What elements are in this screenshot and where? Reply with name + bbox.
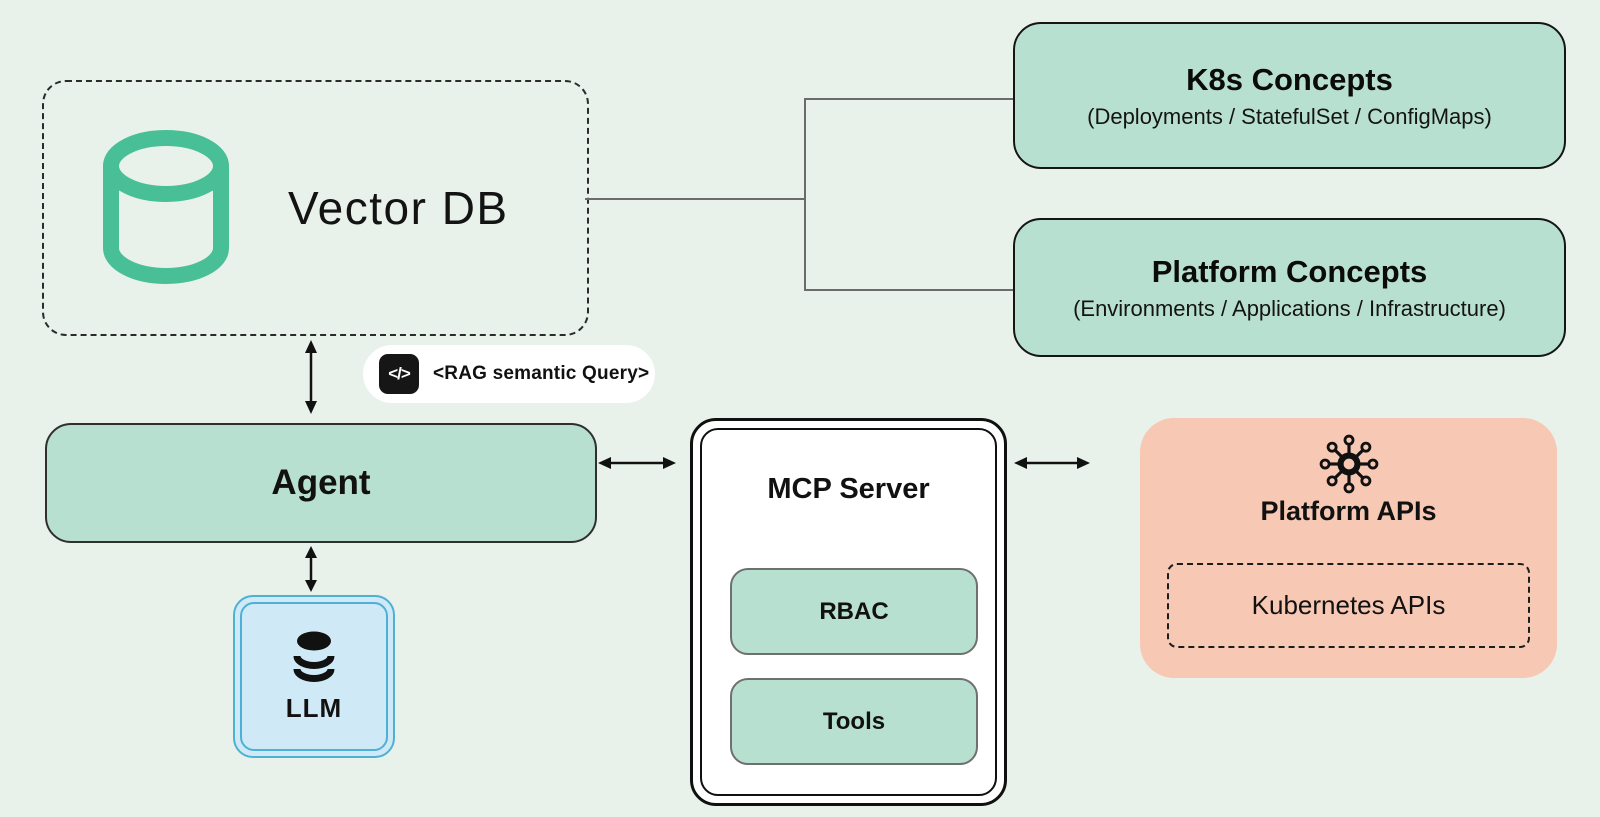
mcp-server-inner-frame (700, 428, 997, 796)
k8s-concepts-node: K8s Concepts (Deployments / StatefulSet … (1013, 22, 1566, 169)
rbac-node: RBAC (730, 568, 978, 655)
arrow-agent-llm (300, 546, 322, 592)
platform-apis-title: Platform APIs (1260, 496, 1437, 526)
k8s-concepts-subtitle: (Deployments / StatefulSet / ConfigMaps) (1087, 103, 1492, 129)
llm-node: LLM (233, 595, 395, 758)
arrow-vectordb-agent (300, 340, 322, 414)
database-stack-icon (293, 631, 335, 682)
rag-query-pill: </> <RAG semantic Query> (363, 345, 655, 403)
rag-query-label: <RAG semantic Query> (433, 363, 650, 384)
hub-spoke-icon (1319, 434, 1379, 494)
connector-to-platform-concepts (806, 289, 1013, 291)
code-icon: </> (379, 354, 419, 394)
k8s-concepts-title: K8s Concepts (1186, 61, 1393, 97)
llm-inner-frame: LLM (240, 602, 388, 751)
platform-concepts-subtitle: (Environments / Applications / Infrastru… (1073, 295, 1506, 321)
platform-concepts-node: Platform Concepts (Environments / Applic… (1013, 218, 1566, 357)
connector-vectordb-branch (585, 198, 805, 200)
agent-label: Agent (271, 463, 371, 502)
platform-concepts-title: Platform Concepts (1151, 253, 1428, 289)
tools-node: Tools (730, 678, 978, 765)
arrow-mcp-platform-apis (1014, 452, 1090, 474)
database-cylinder-icon (103, 130, 229, 284)
platform-apis-node: Platform APIs Kubernetes APIs (1140, 418, 1557, 678)
mcp-server-node: MCP Server RBAC Tools (690, 418, 1007, 806)
agent-node: Agent (45, 423, 597, 543)
mcp-server-title: MCP Server (767, 473, 930, 505)
arrow-agent-mcp (598, 452, 676, 474)
connector-branch-vertical (804, 98, 806, 291)
kubernetes-apis-node: Kubernetes APIs (1167, 563, 1530, 648)
connector-to-k8s-concepts (806, 98, 1013, 100)
vector-db-node: Vector DB (42, 80, 589, 336)
llm-label: LLM (285, 693, 343, 723)
vector-db-label: Vector DB (288, 182, 509, 234)
